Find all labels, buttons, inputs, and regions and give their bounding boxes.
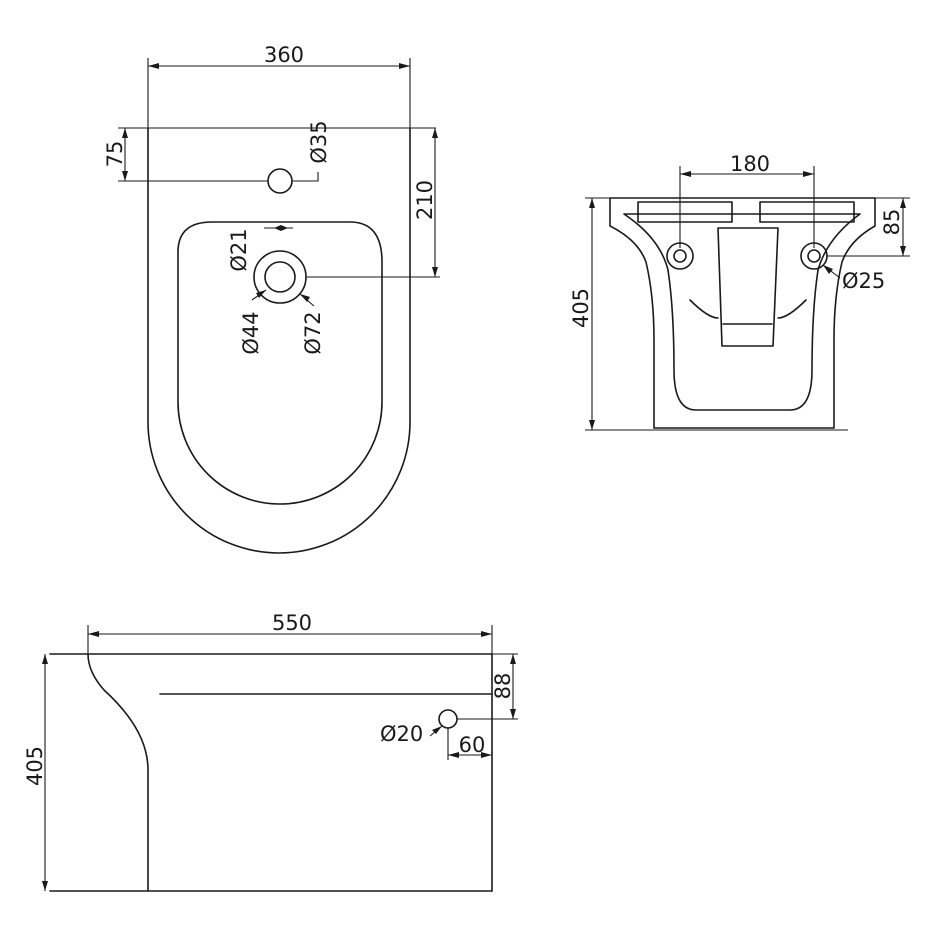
width-dimension-label: 360	[264, 43, 304, 67]
pipe-hole-label: Ø20	[380, 722, 423, 746]
fixing-hole-label: Ø25	[842, 269, 885, 293]
waste-inner-label: Ø44	[239, 311, 263, 354]
bidet-outer-outline	[147, 127, 411, 554]
top-view: 360 75 Ø35 210 Ø21 Ø44 Ø72	[103, 43, 440, 554]
side-view: 550 405 88 Ø20 60	[23, 611, 518, 892]
front-outer-outline	[609, 197, 876, 429]
front-height-label: 405	[569, 288, 593, 328]
fixing-bracket-right	[759, 201, 855, 223]
waste-outer-ring	[253, 250, 307, 304]
fixing-spacing-label: 180	[730, 152, 770, 176]
pipe-hole	[438, 709, 458, 729]
fixing-bracket-left	[637, 201, 733, 223]
tap-hole-leader	[292, 172, 319, 182]
bowl-inner-outline	[177, 221, 383, 505]
tap-hole-label: Ø35	[307, 120, 331, 163]
waste-inner-ring	[264, 261, 296, 293]
pipe-offset-label: 60	[459, 733, 486, 757]
pipe-height-label: 88	[491, 673, 515, 700]
front-inner-outline	[623, 213, 861, 411]
side-front-profile	[87, 653, 149, 892]
jet-diameter-label: Ø21	[227, 228, 251, 271]
outlet-housing	[717, 227, 779, 347]
front-view: 180 85 Ø25 405	[569, 152, 910, 431]
fixing-height-label: 85	[880, 209, 904, 236]
side-height-label: 405	[23, 746, 47, 786]
side-length-label: 550	[272, 611, 312, 635]
waste-outer-label: Ø72	[301, 311, 325, 354]
tap-offset-label: 75	[103, 141, 127, 168]
waste-offset-label: 210	[413, 180, 437, 220]
tap-hole	[267, 168, 293, 194]
